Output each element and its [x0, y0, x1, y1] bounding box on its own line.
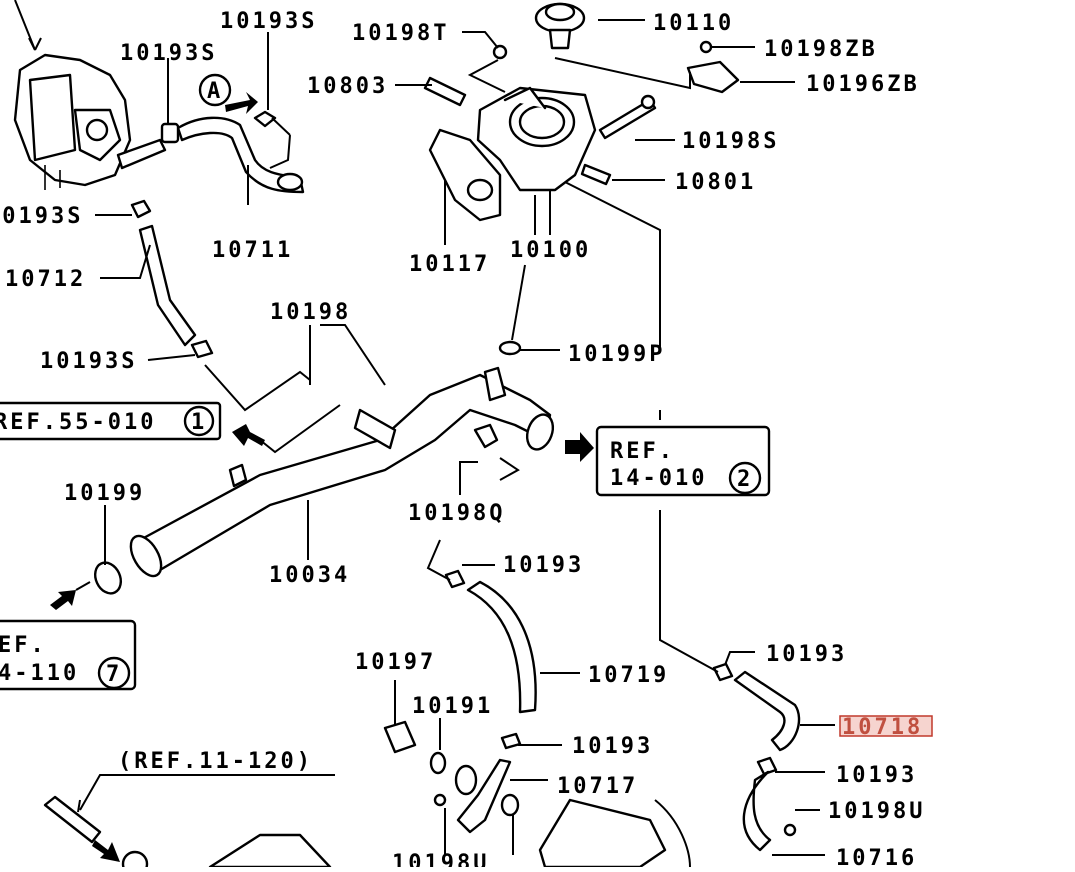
ref-14-line2: 14-010	[610, 466, 707, 491]
label-10198S[interactable]: 10198S	[682, 129, 779, 154]
thermostat-10110	[534, 2, 586, 50]
label-10199[interactable]: 10199	[64, 481, 145, 506]
label-10110[interactable]: 10110	[653, 11, 734, 36]
label-10198T[interactable]: 10198T	[352, 21, 449, 46]
label-10193-d[interactable]: 10193	[836, 763, 917, 788]
hose-10712	[130, 199, 214, 359]
water-pipe-10034	[129, 366, 555, 578]
hose-10711	[160, 110, 305, 194]
label-10034[interactable]: 10034	[269, 563, 350, 588]
label-10712[interactable]: 10712	[5, 267, 86, 292]
arrow-to-ref-110	[50, 590, 76, 610]
callout-a[interactable]: A	[198, 73, 232, 107]
lower-parts	[43, 720, 797, 872]
label-10193S-b[interactable]: 10193S	[0, 204, 83, 229]
label-10197[interactable]: 10197	[355, 650, 436, 675]
label-10199P[interactable]: 10199P	[568, 342, 665, 367]
label-10716[interactable]: 10716	[836, 846, 917, 871]
label-10196ZB[interactable]: 10196ZB	[806, 72, 920, 97]
label-10198U-a[interactable]: 10198U	[392, 851, 489, 872]
label-10719[interactable]: 10719	[588, 663, 669, 688]
ref-14-number: 2	[737, 467, 750, 492]
ref-110-number: 7	[106, 662, 119, 687]
arrow-to-ref-14	[565, 432, 594, 462]
thermostat-housing-10100	[428, 86, 597, 222]
label-10117[interactable]: 10117	[409, 252, 490, 277]
hose-10719	[444, 569, 537, 750]
label-10198U-b[interactable]: 10198U	[828, 799, 925, 824]
label-10198Q[interactable]: 10198Q	[408, 501, 505, 526]
ref-55-number: 1	[191, 410, 204, 435]
label-10717[interactable]: 10717	[557, 774, 638, 799]
label-10198[interactable]: 10198	[270, 300, 351, 325]
ref-box-55-010[interactable]: REF.55-010 1	[0, 401, 222, 441]
ref-110-line2: 4-110	[0, 661, 79, 686]
label-10193-b[interactable]: 10193	[766, 642, 847, 667]
arrow-to-ref-11	[92, 840, 120, 862]
label-ref-11-120[interactable]: (REF.11-120)	[118, 749, 313, 774]
hose-10718	[712, 662, 801, 776]
label-10801[interactable]: 10801	[675, 170, 756, 195]
flow-arrows	[50, 92, 594, 862]
label-10193S-top[interactable]: 10193S	[220, 9, 317, 34]
label-10718[interactable]: 10718	[842, 715, 923, 740]
label-10198ZB[interactable]: 10198ZB	[764, 37, 878, 62]
callout-a-letter: A	[207, 79, 220, 104]
ref-110-line1: EF.	[0, 633, 47, 658]
label-10711[interactable]: 10711	[212, 238, 293, 263]
label-10193S-c[interactable]: 10193S	[40, 349, 137, 374]
label-10193S-a[interactable]: 10193S	[120, 41, 217, 66]
label-10193-a[interactable]: 10193	[503, 553, 584, 578]
ref-55-text: REF.55-010	[0, 410, 156, 435]
part-labels: 10193S 10193S 10193S 10193S 10711 10712 …	[0, 9, 933, 872]
label-10193-c[interactable]: 10193	[572, 734, 653, 759]
label-10718-highlighted[interactable]: 10718	[839, 715, 933, 740]
leader-lines	[79, 19, 835, 856]
label-10100[interactable]: 10100	[510, 238, 591, 263]
water-pump-assembly	[13, 0, 167, 190]
ref-box-4-110[interactable]: EF. 4-110 7	[0, 619, 137, 691]
o-ring-10199	[93, 340, 522, 595]
arrow-to-ref-55	[232, 424, 265, 446]
label-10803[interactable]: 10803	[307, 74, 388, 99]
housing-fasteners	[423, 40, 740, 186]
ref-14-line1: REF.	[610, 439, 675, 464]
label-10191[interactable]: 10191	[412, 694, 493, 719]
arrow-to-a	[225, 92, 258, 114]
ref-box-14-010[interactable]: REF. 14-010 2	[595, 425, 771, 497]
